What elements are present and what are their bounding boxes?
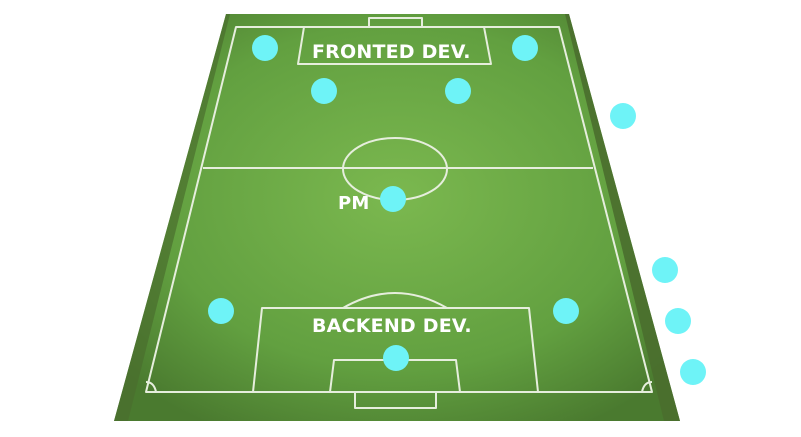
player-dot	[252, 35, 278, 61]
pitch-boundary-line	[145, 26, 653, 393]
player-dot	[512, 35, 538, 61]
bottom-penalty-arc	[342, 292, 448, 309]
top-penalty-box	[297, 26, 492, 65]
pitch-edge-left	[114, 14, 230, 421]
bottom-goal	[354, 392, 437, 409]
substitute-dots	[610, 103, 706, 385]
player-dot-pm	[380, 186, 406, 212]
corner-arc-bottom-right	[641, 381, 653, 393]
backend-dev-label: BACKEND DEV.	[312, 315, 472, 337]
player-dot	[553, 298, 579, 324]
substitute-dot	[665, 308, 691, 334]
player-dot	[383, 345, 409, 371]
player-dot	[445, 78, 471, 104]
corner-arc-bottom-left	[145, 381, 157, 393]
substitute-dot	[652, 257, 678, 283]
pitch-markings	[145, 17, 653, 409]
player-dots	[208, 35, 579, 371]
pitch-field	[114, 14, 680, 421]
substitute-dot	[680, 359, 706, 385]
bottom-penalty-box	[252, 307, 539, 393]
pm-label: PM	[338, 193, 370, 214]
pitch-edge-right	[565, 14, 680, 421]
player-dot	[311, 78, 337, 104]
top-goal	[368, 17, 423, 27]
substitute-dot	[610, 103, 636, 129]
player-dot	[208, 298, 234, 324]
frontend-dev-label: FRONTED DEV.	[312, 41, 471, 63]
